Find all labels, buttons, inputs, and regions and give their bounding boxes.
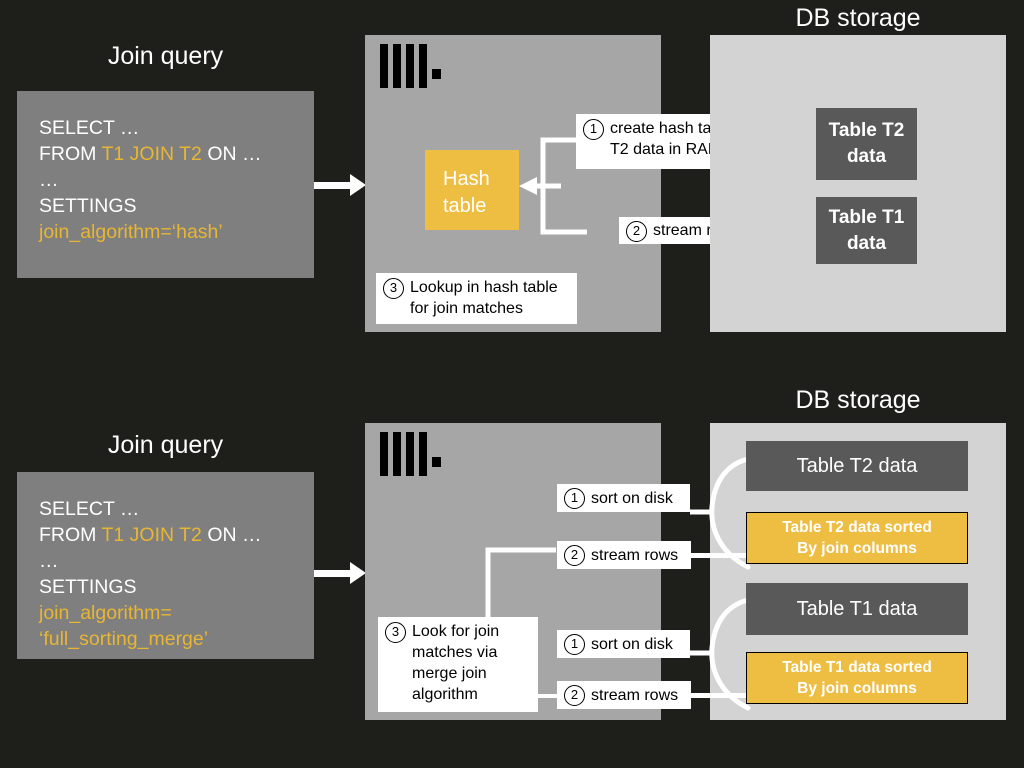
logo-dot — [432, 457, 441, 467]
logo-bar-3 — [406, 432, 414, 476]
query-from-on: ON … — [201, 524, 262, 546]
arrow-head-icon — [350, 174, 366, 196]
callout-text: Lookup in hash table for join matches — [410, 279, 558, 317]
db-storage-title-top: DB storage — [795, 4, 921, 32]
clickhouse-logo-bottom — [380, 432, 450, 476]
arrow-shaft — [314, 181, 354, 189]
callout-number: 3 — [385, 622, 406, 643]
query-from-tables: T1 JOIN T2 — [101, 143, 202, 165]
arrow-shaft — [314, 569, 354, 577]
callout-sort-on-disk-t2: 1 sort on disk — [557, 484, 690, 512]
connector-t2-sorted-to-stream — [690, 553, 748, 558]
logo-bar-4 — [419, 44, 427, 88]
join-query-title-top: Join query — [107, 42, 224, 70]
callout-sort-on-disk-t1: 1 sort on disk — [557, 630, 690, 658]
logo-bar-2 — [393, 44, 401, 88]
connector-hash-build — [515, 136, 590, 236]
query-line-from: FROM T1 JOIN T2 ON … — [39, 522, 292, 548]
arrow-query-to-server-bottom — [314, 558, 366, 588]
query-line-join-algorithm-value: ‘full_sorting_merge’ — [39, 628, 209, 650]
arrow-head-icon — [350, 562, 366, 584]
callout-text: stream rows — [591, 686, 679, 704]
query-line-select: SELECT … — [39, 117, 140, 139]
query-line-select: SELECT … — [39, 498, 140, 520]
callout-number: 2 — [564, 685, 585, 706]
db-storage-title-bottom: DB storage — [795, 386, 921, 414]
callout-text: Look for join matches via merge join alg… — [412, 623, 500, 703]
query-line-settings: SETTINGS — [39, 195, 137, 217]
query-from-keyword: FROM — [39, 524, 102, 546]
query-box-merge: SELECT … FROM T1 JOIN T2 ON … … SETTINGS… — [17, 472, 314, 659]
logo-bar-3 — [406, 44, 414, 88]
connector-stream-to-merge-top — [448, 546, 558, 621]
callout-number: 1 — [564, 488, 585, 509]
callout-text: sort on disk — [591, 489, 673, 507]
callout-number: 1 — [583, 119, 604, 140]
logo-bar-4 — [419, 432, 427, 476]
query-from-on: ON … — [201, 143, 262, 165]
arrow-query-to-server-top — [314, 170, 366, 200]
logo-bar-2 — [393, 432, 401, 476]
callout-merge-join: 3 Look for join matches via merge join a… — [378, 617, 538, 712]
callout-text: sort on disk — [591, 635, 673, 653]
logo-bar-1 — [380, 432, 388, 476]
clickhouse-logo-top — [380, 44, 450, 88]
callout-number: 2 — [564, 545, 585, 566]
query-line-settings: SETTINGS — [39, 576, 137, 598]
query-line-from: FROM T1 JOIN T2 ON … — [39, 141, 292, 167]
callout-lookup-hash-table: 3 Lookup in hash table for join matches — [376, 273, 577, 324]
logo-bar-1 — [380, 44, 388, 88]
query-line-join-algorithm: join_algorithm= — [39, 602, 172, 624]
callout-number: 3 — [383, 278, 404, 299]
join-query-title-bottom: Join query — [107, 431, 224, 459]
query-from-tables: T1 JOIN T2 — [101, 524, 202, 546]
callout-text: stream rows — [591, 546, 679, 564]
query-line-join-algorithm: join_algorithm=‘hash’ — [39, 221, 223, 243]
callout-stream-rows-t1: 2 stream rows — [557, 681, 691, 709]
connector-t1-sorted-to-stream — [690, 693, 748, 698]
connector-merge-to-stream-bottom — [538, 694, 563, 698]
callout-number: 2 — [626, 220, 647, 242]
table-chip-t1-bottom: Table T1 data — [746, 583, 968, 635]
query-line-ellipsis: … — [39, 550, 59, 572]
callout-stream-rows-t2: 2 stream rows — [557, 541, 691, 569]
callout-number: 1 — [564, 634, 585, 655]
logo-dot — [432, 69, 441, 79]
db-storage-panel-top — [710, 35, 1006, 332]
query-line-ellipsis: … — [39, 169, 59, 191]
query-from-keyword: FROM — [39, 143, 102, 165]
table-chip-t2-bottom: Table T2 data — [746, 441, 968, 491]
query-box-hash: SELECT … FROM T1 JOIN T2 ON … … SETTINGS… — [17, 91, 314, 278]
